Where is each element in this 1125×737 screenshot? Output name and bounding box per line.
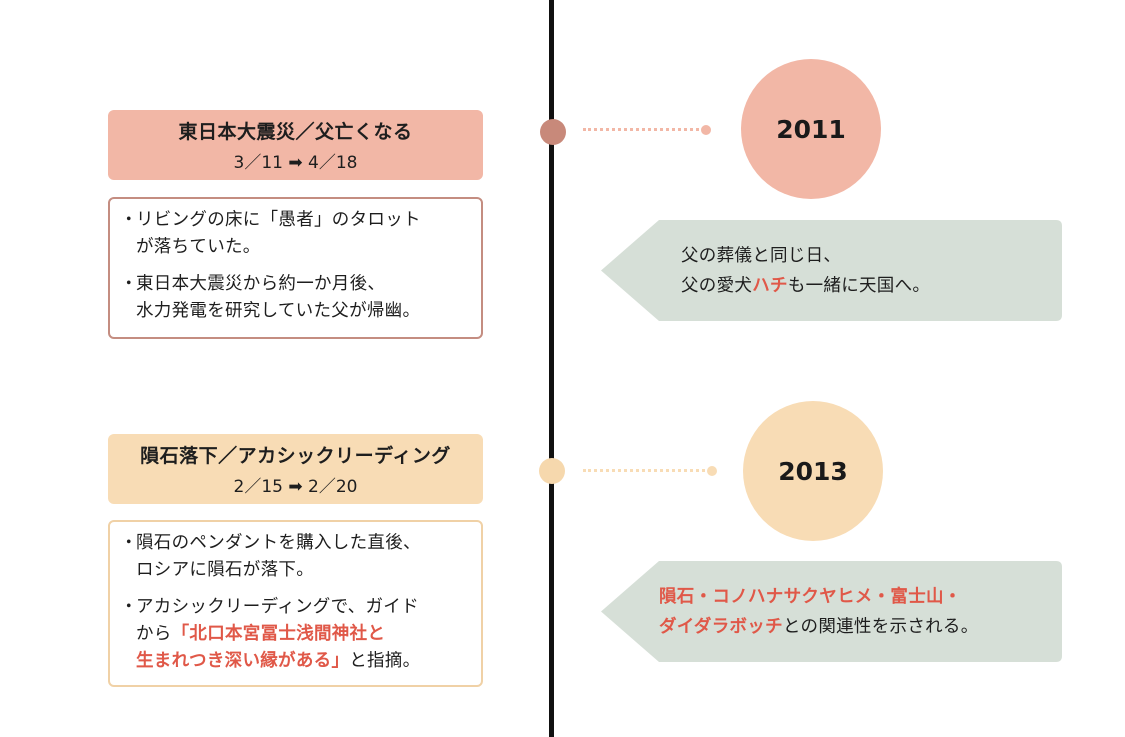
detail-item-2011-2: ・ 東日本大震災から約一か月後、 水力発電を研究していた父が帰幽。 [120,271,469,325]
callout-line: ダイダラボッチとの関連性を示される。 [659,612,1059,642]
detail-line: リビングの床に「愚者」のタロット [136,210,421,230]
detail-line: 水力発電を研究していた父が帰幽。 [136,301,421,321]
detail-line: 隕石のペンダントを購入した直後、 [136,533,421,553]
detail-line: が落ちていた。 [136,237,261,257]
year-circle-2011: 2011 [741,59,881,199]
detail-item-2013-1: ・ 隕石のペンダントを購入した直後、 ロシアに隕石が落下。 [120,530,469,584]
detail-highlight: 生まれつき深い縁がある」 [136,651,350,671]
event-dates-2011: 3／11 ➡ 4／18 [233,153,358,173]
year-label-2011: 2011 [776,114,846,144]
detail-item-2013-2: ・ アカシックリーディングで、ガイド から「北口本宮冨士浅間神社と 生まれつき深… [120,594,469,675]
detail-line: から「北口本宮冨士浅間神社と [136,621,469,648]
callout-line: 父の葬儀と同じ日、 [681,245,842,266]
bullet-icon: ・ [120,210,138,230]
event-title-2013: 隕石落下／アカシックリーディング [140,445,451,467]
year-label-2013: 2013 [778,456,848,486]
callout-2013: 隕石・コノハナサクヤヒメ・富士山・ ダイダラボッチとの関連性を示される。 [601,561,1062,662]
detail-text: と指摘。 [349,651,421,671]
leader-dot-2011 [701,125,711,135]
bullet-icon: ・ [120,597,138,617]
detail-line: アカシックリーディングで、ガイド [136,597,419,617]
callout-arrow-shape [601,220,1062,321]
detail-line: ロシアに隕石が落下。 [136,560,314,580]
callout-highlight: 隕石・コノハナサクヤヒメ・富士山・ [659,586,962,607]
timeline-axis [549,0,554,737]
detail-line: 生まれつき深い縁がある」と指摘。 [136,648,469,675]
detail-highlight: 「北口本宮冨士浅間神社と [171,624,386,644]
event-details-2013: ・ 隕石のペンダントを購入した直後、 ロシアに隕石が落下。 ・ アカシックリーデ… [108,520,483,687]
callout-text: も一緒に天国へ。 [787,275,931,296]
detail-line: 東日本大震災から約一か月後、 [136,274,386,294]
callout-arrow-shape [601,561,1062,662]
callout-text: 父の愛犬 [681,275,753,296]
leader-line-2011 [583,128,705,131]
detail-item-2011-1: ・ リビングの床に「愚者」のタロット が落ちていた。 [120,207,469,261]
event-dates-2013: 2／15 ➡ 2／20 [233,477,358,497]
detail-text: から [136,624,172,644]
callout-line: 父の愛犬ハチも一緒に天国へ。 [681,271,1051,301]
timeline-node-2013 [539,458,565,484]
year-circle-2013: 2013 [743,401,883,541]
callout-2011: 父の葬儀と同じ日、 父の愛犬ハチも一緒に天国へ。 [601,220,1062,321]
leader-dot-2013 [707,466,717,476]
timeline-node-2011 [540,119,566,145]
event-details-2011: ・ リビングの床に「愚者」のタロット が落ちていた。 ・ 東日本大震災から約一か… [108,197,483,339]
event-header-2013: 隕石落下／アカシックリーディング 2／15 ➡ 2／20 [108,434,483,504]
bullet-icon: ・ [120,274,138,294]
leader-line-2013 [583,469,711,472]
event-title-2011: 東日本大震災／父亡くなる [178,121,413,143]
bullet-icon: ・ [120,533,138,553]
callout-highlight: ハチ [752,275,788,296]
event-header-2011: 東日本大震災／父亡くなる 3／11 ➡ 4／18 [108,110,483,180]
callout-highlight: ダイダラボッチ [659,616,783,637]
callout-text: との関連性を示される。 [782,616,979,637]
